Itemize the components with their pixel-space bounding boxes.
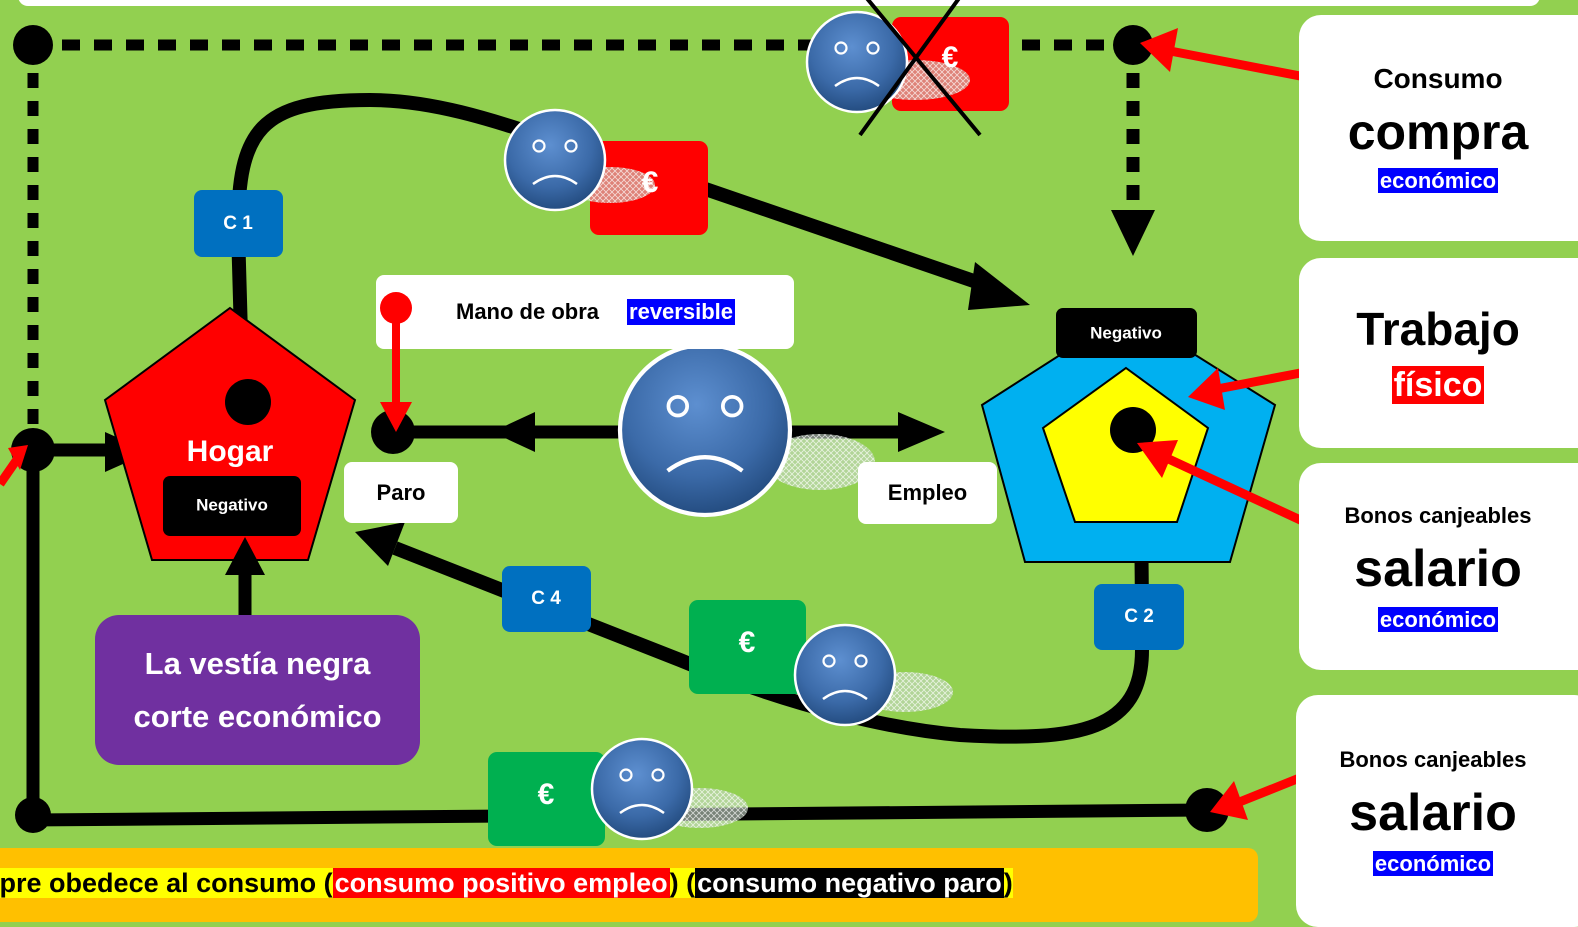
hogar-badge-text: Negativo [196,495,268,514]
hogar-title: Hogar [187,435,274,468]
sad-face-icon-large [620,345,790,515]
cycle-c2-label: C 2 [1124,606,1154,627]
empresa-badge-text: Negativo [1090,323,1162,342]
consumo-small: Consumo [1373,63,1503,94]
sad-face-icon [503,108,607,212]
money-green-c4 [689,600,806,694]
top-box [18,0,1540,6]
crossed-out-icon [858,0,982,137]
salario-panel-1: Bonos canjeables salario económico [1299,463,1578,670]
money-symbol: € [739,626,756,659]
salario2-tag: económico [1372,851,1494,876]
salario2-small: Bonos canjeables [1339,747,1527,772]
money-green-loop [488,752,605,846]
cycle-c4-badge [502,566,591,632]
hogar-badge [163,476,301,536]
mano-de-obra-box: Mano de obra reversible [376,275,794,349]
vestia-negra-box: La vestía negra corte económico [95,615,420,765]
trabajo-big: Trabajo [1356,303,1520,355]
cycle-c4-label: C 4 [531,588,561,609]
footer-part4: consumo negativo paro [695,868,1004,898]
consumo-panel: Consumo compra económico [1299,15,1578,241]
sad-face-icon [793,623,897,727]
mano-de-obra-pointer [380,292,412,432]
footer-part1: siempre obedece al consumo ( [0,868,333,898]
cycle-c1-arrowhead [968,262,1030,310]
cycle-c1-badge [194,190,283,257]
corner-dot-topright [1113,25,1153,65]
salario1-big: salario [1354,539,1522,598]
footer-part2: consumo positivo empleo [332,868,670,898]
dotted-arrowhead [1111,210,1155,256]
empresa-badge [1056,308,1197,358]
paro-label: Paro [376,479,426,505]
vestia-line2: corte económico [133,699,382,734]
sad-face-icon [590,737,694,841]
empleo-label: Empleo [887,480,968,505]
footer-part3: ) ( [669,868,696,898]
loop-dot-bottomright [1185,788,1229,832]
salario1-small: Bonos canjeables [1344,502,1532,528]
footer-text: siempre obedece al consumo (consumo posi… [0,864,1013,902]
trabajo-panel: Trabajo físico [1299,258,1578,448]
salario1-tag: económico [1377,606,1499,632]
vestia-line1: La vestía negra [144,646,371,681]
hogar-top-dot [225,379,271,425]
footer-part5: ) [1003,868,1013,898]
reversible-tag: reversible [627,299,735,325]
corner-dot-topleft [13,25,53,65]
empleo-label-box: Empleo [858,462,997,524]
mano-de-obra-text: Mano de obra [456,299,600,324]
salario2-big: salario [1349,784,1517,842]
footer-bar: siempre obedece al consumo (consumo posi… [0,848,1258,922]
money-symbol: € [642,166,659,199]
cycle-c2-badge [1094,584,1184,650]
consumo-tag: económico [1377,168,1499,193]
money-symbol: € [538,778,555,811]
face-shadow [765,434,875,490]
cycle-c4-arrowhead [355,522,405,566]
paro-dot [371,410,415,454]
red-pointers [0,28,1369,820]
trabajo-tag: físico [1391,366,1485,404]
to-paro-arrowhead [492,412,535,452]
empresa-dot [1110,407,1156,453]
money-symbol: € [942,41,959,74]
vestia-arrowhead [225,537,265,575]
to-empleo-arrowhead [898,412,945,452]
loop-dot-bottomleft [15,797,51,833]
salario-panel-2: Bonos canjeables salario económico [1296,695,1578,927]
cycle-c1-label: C 1 [223,213,253,234]
consumo-big: compra [1347,104,1529,160]
paro-label-box: Paro [344,462,458,523]
